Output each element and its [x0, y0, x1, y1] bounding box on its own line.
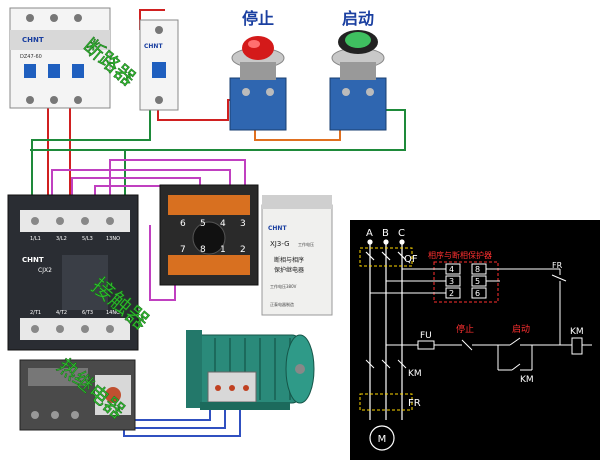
small-breaker-toggle[interactable]: [152, 62, 166, 78]
relay-pin-l3: 2: [449, 289, 454, 298]
motor-label: M: [378, 434, 387, 445]
main-contacts-label: KM: [408, 369, 422, 379]
fr-dashed-box: [359, 393, 413, 411]
contactor-screw-b2: [56, 325, 64, 333]
stop-button-label: 停止: [242, 9, 274, 28]
relay-subtitle: 工作电压: [298, 241, 314, 247]
relay-brand: CHNT: [268, 225, 287, 232]
stop-label-schematic: 停止: [456, 323, 474, 335]
contactor-screw-t2: [56, 217, 64, 225]
motor: [186, 330, 315, 410]
socket-top-num-2: 5: [200, 219, 206, 229]
contactor-screw-b4: [106, 325, 114, 333]
coil-label: KM: [570, 327, 584, 337]
relay-socket: 6 5 4 3 7 8 1 2: [159, 184, 259, 286]
schematic-panel: A B C QF 相序与断相保护器: [350, 220, 600, 460]
contactor-screw-t3: [81, 217, 89, 225]
socket-bottom-num-2: 8: [200, 245, 206, 255]
stop-button[interactable]: [229, 36, 287, 131]
relay-model: XJ3-G: [270, 240, 290, 248]
three-pole-breaker: CHNT DZ47-60: [9, 7, 111, 109]
thermal-screw-2: [51, 411, 59, 419]
relay-pin-l2: 3: [449, 277, 454, 286]
contactor-top-terminal-3: 5/L3: [82, 236, 93, 242]
small-breaker-screw-top: [155, 26, 163, 34]
relay-title: 相序与断相保护器: [428, 250, 492, 260]
breaker-model: DZ47-60: [20, 54, 42, 60]
contactor: CHNT CJX2 1/L1 3/L2 5/L3 13NO 2/T1 4/T2 …: [7, 194, 139, 351]
socket-top-num-1: 6: [180, 219, 186, 229]
qf-label: QF: [404, 254, 418, 265]
breaker-screw-4: [26, 96, 34, 104]
relay-voltage: 工作电压380V: [270, 283, 297, 289]
small-breaker-screw-bottom: [155, 96, 163, 104]
phase-label-c: C: [398, 228, 405, 239]
socket-top-num-4: 3: [240, 219, 246, 229]
wire-button-1: [254, 130, 341, 141]
breaker-brand: CHNT: [22, 36, 44, 44]
relay-protector-box: [433, 261, 499, 303]
thermal-screw-1: [31, 411, 39, 419]
start-button-terminal-1: [342, 88, 350, 96]
socket-bottom-num-3: 1: [220, 245, 226, 255]
wire-green-1: [31, 108, 151, 215]
contactor-top-terminal-4: 13NO: [106, 236, 120, 242]
holding-contact-label: KM: [520, 375, 534, 385]
contactor-bottom-terminal-3: 6/T3: [82, 310, 93, 316]
stop-button-terminal-2: [266, 88, 274, 96]
start-button-label: 启动: [342, 9, 374, 28]
fu-label: FU: [420, 331, 432, 341]
socket-top-num-3: 4: [220, 219, 226, 229]
fr-thermal-label: FR: [408, 398, 421, 409]
relay-maker: 正泰电器制造: [270, 301, 294, 307]
breaker-toggle-1[interactable]: [24, 64, 36, 78]
relay-name-1: 断相与相序: [274, 256, 304, 264]
phase-label-a: A: [366, 228, 373, 239]
small-breaker-brand: CHNT: [144, 43, 163, 50]
breaker-screw-1: [26, 14, 34, 22]
thermal-dial[interactable]: [105, 387, 121, 403]
breaker-screw-5: [50, 96, 58, 104]
relay-pin-l1: 4: [449, 265, 454, 274]
socket-bottom-num-1: 7: [180, 245, 186, 255]
start-label-schematic: 启动: [512, 323, 530, 335]
thermal-overload-relay: [19, 359, 136, 431]
contactor-bottom-terminal-1: 2/T1: [30, 310, 41, 316]
thermal-screw-3: [71, 411, 79, 419]
contactor-top-terminal-1: 1/L1: [30, 236, 41, 242]
stop-button-terminal-1: [242, 88, 250, 96]
wire-green-2: [30, 109, 406, 151]
relay-pin-r3: 6: [475, 289, 480, 298]
relay-pin-r1: 8: [475, 265, 480, 274]
qf-dashed-box: [359, 247, 413, 267]
contactor-screw-t1: [31, 217, 39, 225]
phase-label-b: B: [382, 228, 389, 239]
start-button[interactable]: [329, 30, 387, 131]
phase-protection-relay: CHNT XJ3-G 工作电压 断相与相序 保护继电器 工作电压380V 正泰电…: [261, 195, 333, 316]
breaker-toggle-3[interactable]: [72, 64, 84, 78]
start-button-terminal-2: [366, 88, 374, 96]
contactor-brand: CHNT: [22, 256, 44, 264]
relay-pin-r2: 5: [475, 277, 480, 286]
fr-contact-label: FR: [552, 261, 563, 270]
motor-symbol: [369, 425, 395, 451]
wire-magenta-4: [109, 159, 246, 215]
breaker-screw-6: [74, 96, 82, 104]
contactor-screw-b1: [31, 325, 39, 333]
single-pole-breaker: CHNT: [139, 19, 179, 111]
contactor-bottom-terminal-4: 14NO: [106, 310, 120, 316]
relay-name-2: 保护继电器: [274, 266, 304, 274]
contactor-bottom-terminal-2: 4/T2: [56, 310, 67, 316]
breaker-screw-2: [50, 14, 58, 22]
socket-bottom-num-4: 2: [240, 245, 246, 255]
wire-magenta-1: [51, 169, 231, 215]
contactor-screw-b3: [81, 325, 89, 333]
contactor-screw-t4: [106, 217, 114, 225]
breaker-screw-3: [74, 14, 82, 22]
contactor-model: CJX2: [38, 267, 52, 274]
breaker-toggle-2[interactable]: [48, 64, 60, 78]
contactor-top-terminal-2: 3/L2: [56, 236, 67, 242]
